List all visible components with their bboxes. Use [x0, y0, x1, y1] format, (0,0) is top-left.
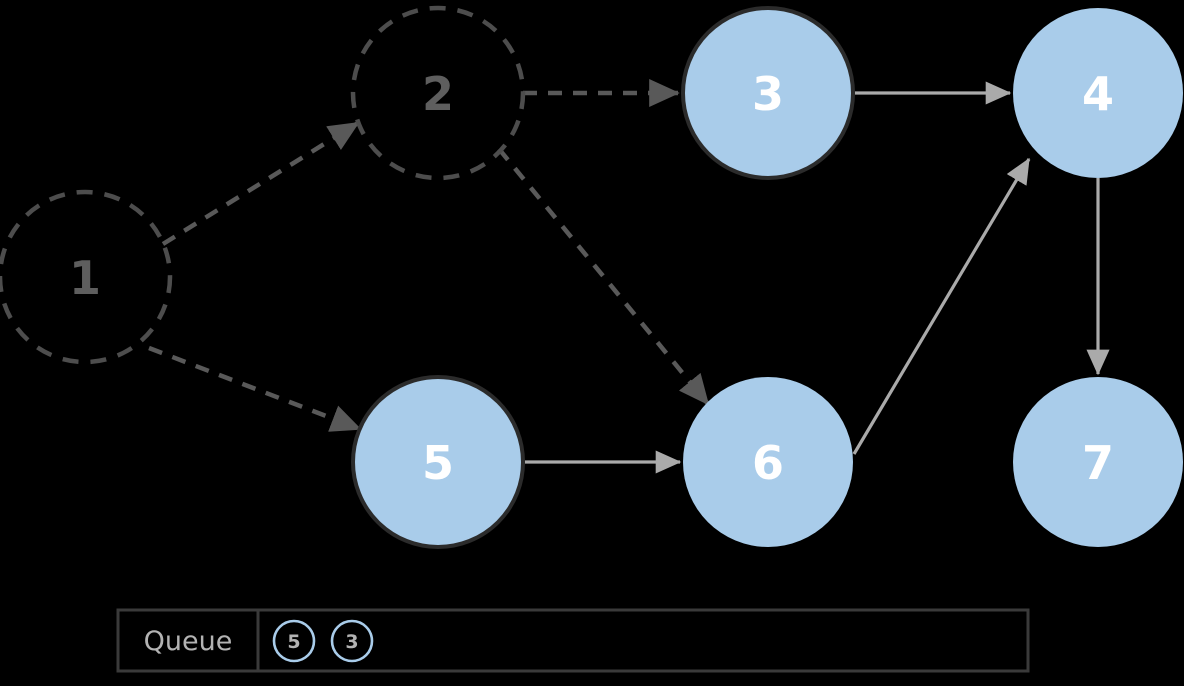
graph-node-3[interactable]: 3	[681, 6, 855, 180]
node-circle-5[interactable]	[351, 375, 525, 549]
queue-chip-circle-3	[330, 619, 374, 663]
node-circle-1[interactable]	[0, 189, 173, 365]
queue-chip-5[interactable]: 5	[272, 619, 316, 663]
queue-chip-circle-5	[272, 619, 316, 663]
queue-title: Queue	[144, 626, 233, 657]
node-circle-3[interactable]	[681, 6, 855, 180]
graph-node-5[interactable]: 5	[351, 375, 525, 549]
edge-6-to-4	[852, 157, 1031, 455]
queue-chip-3[interactable]: 3	[330, 619, 374, 663]
node-label-2: 2	[422, 67, 454, 121]
queue-chip-label-5: 5	[287, 631, 300, 653]
graph-node-4[interactable]: 4	[1013, 8, 1183, 178]
edge-1-to-5	[148, 345, 362, 432]
graph-node-6[interactable]: 6	[683, 377, 853, 547]
node-circle-4[interactable]	[1013, 8, 1183, 178]
queue-chip-label-3: 3	[345, 631, 358, 653]
edge-1-to-2	[161, 121, 360, 246]
node-circle-2[interactable]	[350, 5, 526, 181]
queue-box	[116, 608, 1030, 673]
graph-node-1[interactable]: 1	[0, 189, 173, 365]
node-circle-6[interactable]	[683, 377, 853, 547]
node-circle-7[interactable]	[1013, 377, 1183, 547]
edge-2-to-6	[497, 147, 710, 406]
graph-node-2[interactable]: 2	[350, 5, 526, 181]
graph-node-7[interactable]: 7	[1013, 377, 1183, 547]
edges-layer	[148, 79, 1110, 474]
node-label-1: 1	[69, 251, 101, 305]
